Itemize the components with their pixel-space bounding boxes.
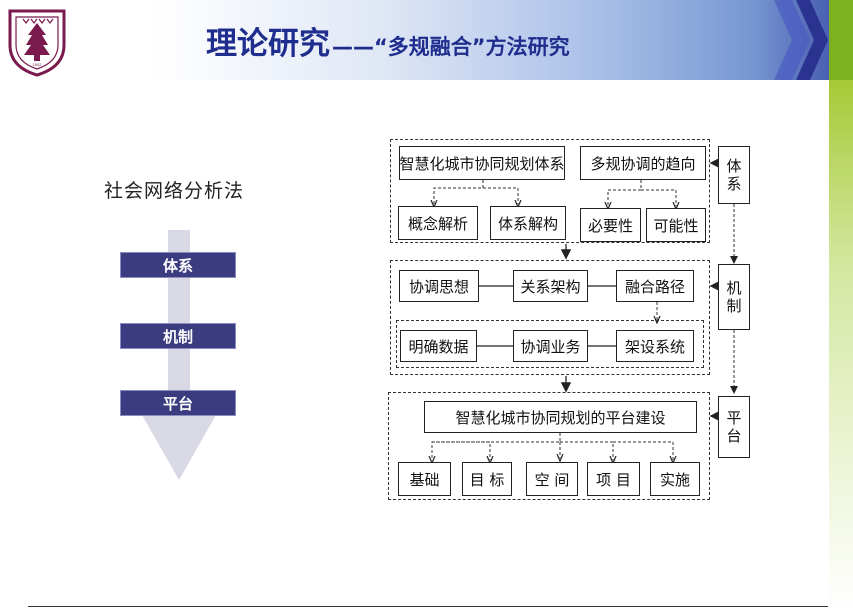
node-coordination-idea: 协调思想 [399,270,479,302]
node-integration-path: 融合路径 [616,270,694,302]
node-system-main: 智慧化城市协同规划体系 [399,146,565,180]
node-relationship-architecture: 关系架构 [513,270,588,302]
side-node-platform-char1: 平 [726,409,742,427]
side-node-platform: 平 台 [718,396,750,458]
node-system-trend: 多规协调的趋向 [580,146,706,180]
node-concept: 概念解析 [398,206,478,240]
tier-mechanism-container [390,260,710,375]
header-chevron-icons [774,0,828,80]
side-node-mechanism-char2: 制 [726,297,742,315]
side-node-system-char1: 体 [726,157,742,175]
level-box-mechanism: 机制 [120,323,236,349]
node-space: 空 间 [526,462,578,496]
university-logo: 1902 [8,9,66,77]
node-foundation: 基础 [398,462,451,496]
side-node-mechanism: 机 制 [718,264,750,330]
node-possibility: 可能性 [646,208,706,242]
side-node-system-char2: 系 [726,175,742,193]
node-coordinate-business: 协调业务 [513,330,588,362]
node-goal: 目 标 [462,462,512,496]
level-box-system: 体系 [120,252,236,278]
header-banner [0,0,853,80]
title-sub: ——“多规融合”方法研究 [332,35,570,59]
level-box-platform: 平台 [120,390,236,416]
node-build-system: 架设系统 [616,330,694,362]
node-platform-main: 智慧化城市协同规划的平台建设 [424,401,697,433]
tier-system-container [390,139,710,243]
side-node-platform-char2: 台 [726,427,742,445]
header-corner-accent [829,0,853,80]
title-main: 理论研究 [206,26,330,62]
tier-platform-container [388,392,710,500]
method-title: 社会网络分析法 [104,180,245,202]
footer-divider [28,606,828,607]
node-implementation: 实施 [650,462,700,496]
node-clarify-data: 明确数据 [400,330,477,362]
node-necessity: 必要性 [580,208,641,242]
side-node-system: 体 系 [718,146,750,204]
node-structure: 体系解构 [490,206,566,240]
side-node-mechanism-char1: 机 [726,279,742,297]
page-title: 理论研究——“多规融合”方法研究 [206,18,570,63]
logo-year: 1902 [33,62,43,67]
right-accent-bar [829,80,853,609]
tier-mechanism-inner-container [396,320,704,368]
node-project: 项 目 [587,462,640,496]
